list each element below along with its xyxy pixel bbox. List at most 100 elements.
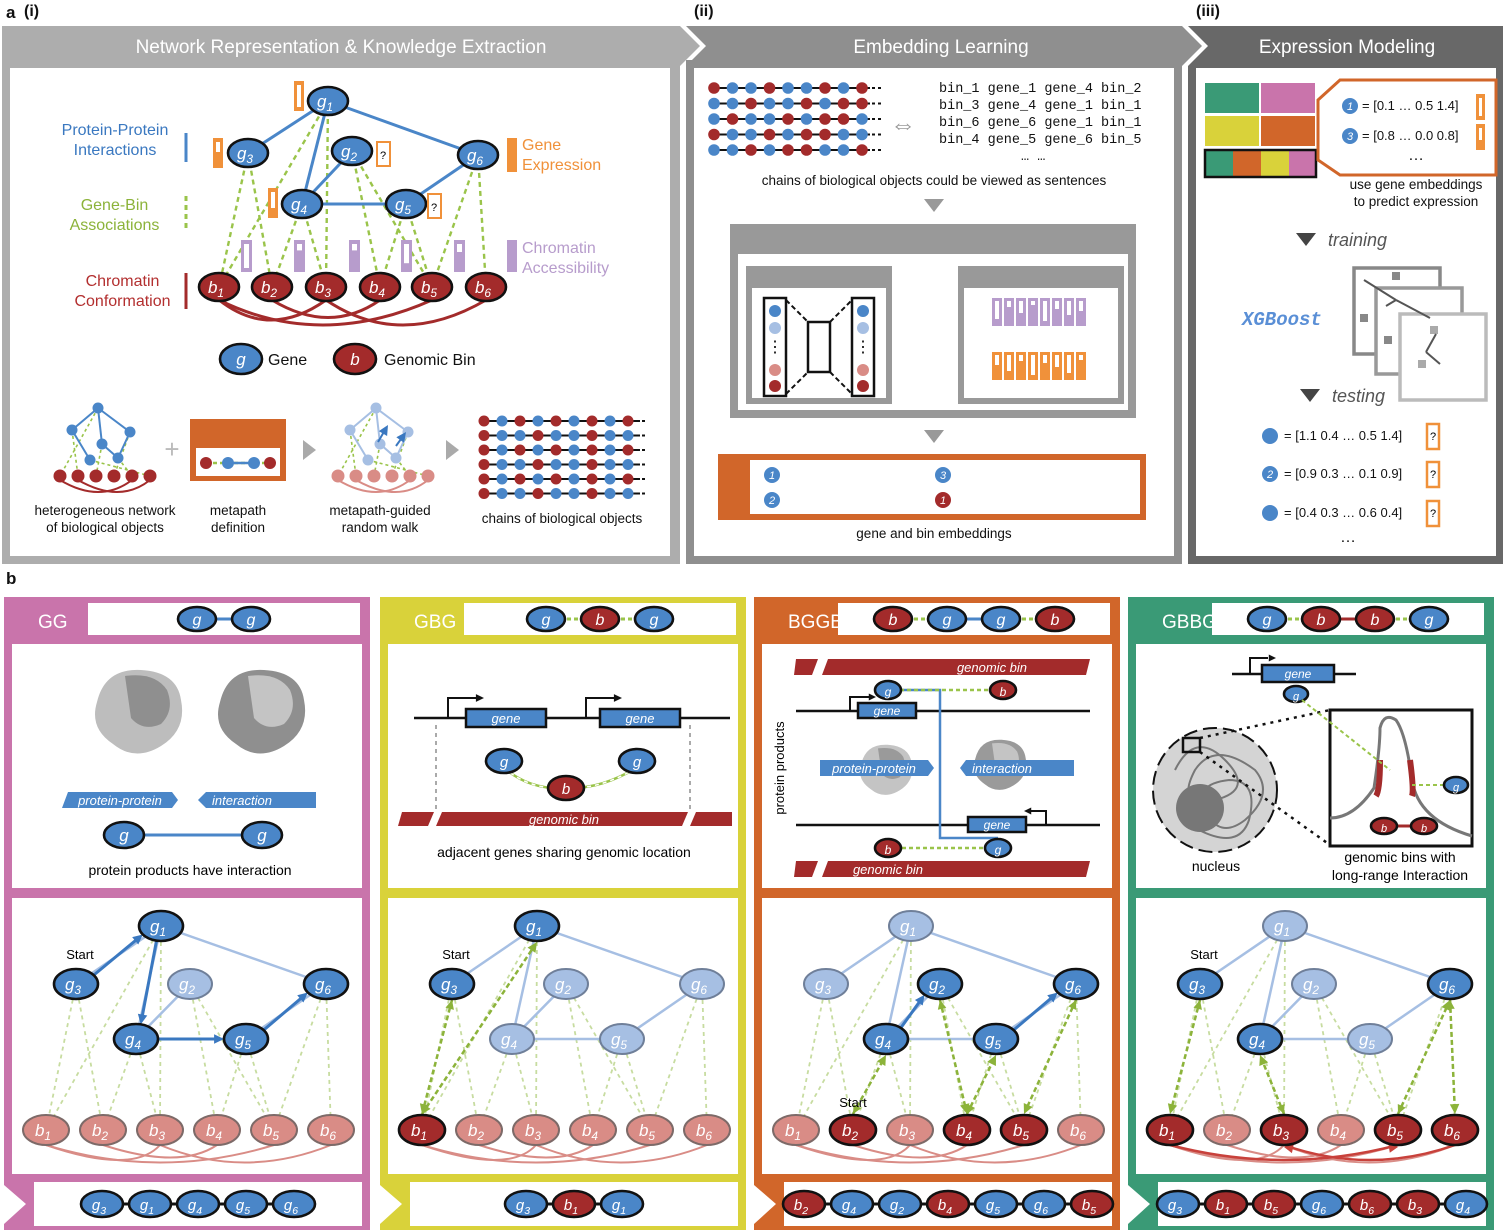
gene-bin-association xyxy=(1075,983,1082,1131)
gene-block xyxy=(1260,663,1336,684)
exp-ellipsis: … xyxy=(1408,147,1424,164)
node-label: b4 xyxy=(1330,1121,1346,1143)
node-label: g4 xyxy=(875,1030,891,1052)
arrow-head xyxy=(960,1103,970,1114)
bin-node xyxy=(455,1114,503,1146)
zoom-box xyxy=(1181,736,1202,754)
walk-edge xyxy=(1283,1143,1456,1162)
card-chain-arrow xyxy=(4,1185,26,1224)
arrow-head xyxy=(1397,1104,1406,1114)
node-label: b4 xyxy=(956,1121,972,1143)
panel-b-label: b xyxy=(6,569,17,588)
node-label: g1 xyxy=(900,917,916,939)
gene-bin-association xyxy=(621,1038,651,1131)
gene-bin-association xyxy=(535,925,538,1131)
arrow-head xyxy=(527,942,537,953)
word2vec-title: word2vec xyxy=(790,272,848,287)
node-label: g xyxy=(650,612,659,629)
bin-node xyxy=(22,1114,70,1146)
node-label: g4 xyxy=(125,1030,141,1052)
bin-node xyxy=(1373,1113,1423,1147)
start-label: Start xyxy=(839,1095,867,1110)
card-title: GBG xyxy=(414,612,456,633)
edge-curve xyxy=(852,1144,968,1159)
arrow-head xyxy=(1449,1103,1460,1114)
walk-edge xyxy=(140,939,159,1018)
bin-node xyxy=(1203,1189,1249,1219)
gene-node xyxy=(599,1189,645,1219)
node-label: g4 xyxy=(1249,1030,1265,1052)
walk-edge xyxy=(1448,999,1456,1108)
bin-node xyxy=(136,1114,184,1146)
gene-block xyxy=(966,815,1028,834)
edge-curve xyxy=(795,1144,1025,1164)
node-label: b2 xyxy=(92,1121,108,1143)
bin-node xyxy=(626,1114,674,1146)
edge-curve xyxy=(795,1144,911,1161)
node-label: g5 xyxy=(611,1030,627,1052)
node-label: g3 xyxy=(92,1197,106,1217)
gene-bin-association xyxy=(1259,1038,1285,1131)
node-label: b2 xyxy=(468,1121,484,1143)
sentence-line: bin_3 gene_4 gene_1 bin_1 xyxy=(939,99,1142,114)
gene-node xyxy=(916,967,964,1001)
zoom-panel xyxy=(1328,708,1474,848)
gene-bin-association xyxy=(421,983,453,1131)
node-label: g xyxy=(1263,612,1272,629)
gene-bin-association xyxy=(1369,1038,1399,1131)
feature-ge-label: known gene expression xyxy=(970,382,1112,397)
interaction-label: interaction xyxy=(212,793,272,808)
node-label: b2 xyxy=(842,1121,858,1143)
bin-node xyxy=(193,1114,241,1146)
tss-arrow xyxy=(1028,810,1047,825)
gbbg-caption-1: genomic bins with xyxy=(1344,849,1455,865)
node-label: g5 xyxy=(985,1030,1001,1052)
protein-interaction xyxy=(995,982,1077,1041)
arrow-head xyxy=(1068,1000,1077,1010)
testing-label: testing xyxy=(1332,386,1386,406)
section-ii-tag: (ii) xyxy=(694,3,714,20)
gbg-assoc xyxy=(503,767,565,790)
tss-arrow xyxy=(1249,657,1268,674)
protein-b xyxy=(974,739,1027,790)
features-title: features xyxy=(1016,272,1066,287)
protein-a-shade xyxy=(878,747,905,779)
bin-node xyxy=(579,605,621,633)
tss-arrow xyxy=(447,697,478,718)
w2v-theta-label: Θ xyxy=(826,298,837,313)
arrow-head xyxy=(1446,1000,1455,1010)
node-label: g2 xyxy=(179,975,195,997)
card-header-box xyxy=(88,603,360,635)
gene-node xyxy=(1299,1189,1345,1219)
gene-bin-association xyxy=(1340,1038,1371,1131)
start-label: Start xyxy=(442,947,470,962)
bin-node xyxy=(1395,1189,1441,1219)
gene-bin-association xyxy=(909,925,912,1131)
gene-node xyxy=(973,1189,1019,1219)
node-label: g xyxy=(257,826,267,845)
node-label: b xyxy=(562,781,570,798)
protein-a-shade xyxy=(125,675,170,727)
panel-a-label: a xyxy=(6,3,16,22)
node-label: g5 xyxy=(986,1197,1000,1217)
gene-bin-association xyxy=(75,983,104,1131)
genomic-bin-label: genomic bin xyxy=(529,812,599,827)
node-label: g xyxy=(997,612,1006,629)
genomic-bin-label: genomic bin xyxy=(853,862,923,877)
gene-bin-association xyxy=(565,983,651,1131)
genomic-bin-piece xyxy=(398,812,434,826)
gene-node xyxy=(175,1189,221,1219)
gene-node xyxy=(1291,968,1337,1000)
walk-edge xyxy=(1261,1061,1286,1115)
bin-node xyxy=(999,1113,1049,1147)
gene-bin-association xyxy=(592,1038,623,1131)
arrow-head xyxy=(422,1104,431,1114)
bin-node xyxy=(988,679,1018,701)
emb-caption: gene and bin embeddings xyxy=(856,526,1012,541)
gene-label: gene xyxy=(492,711,521,726)
bin-node xyxy=(1034,605,1076,633)
plus-icon: + xyxy=(912,320,932,358)
test-more: … xyxy=(1340,529,1356,546)
node-label: b1 xyxy=(1159,1121,1175,1143)
arrow-head xyxy=(1268,654,1276,662)
